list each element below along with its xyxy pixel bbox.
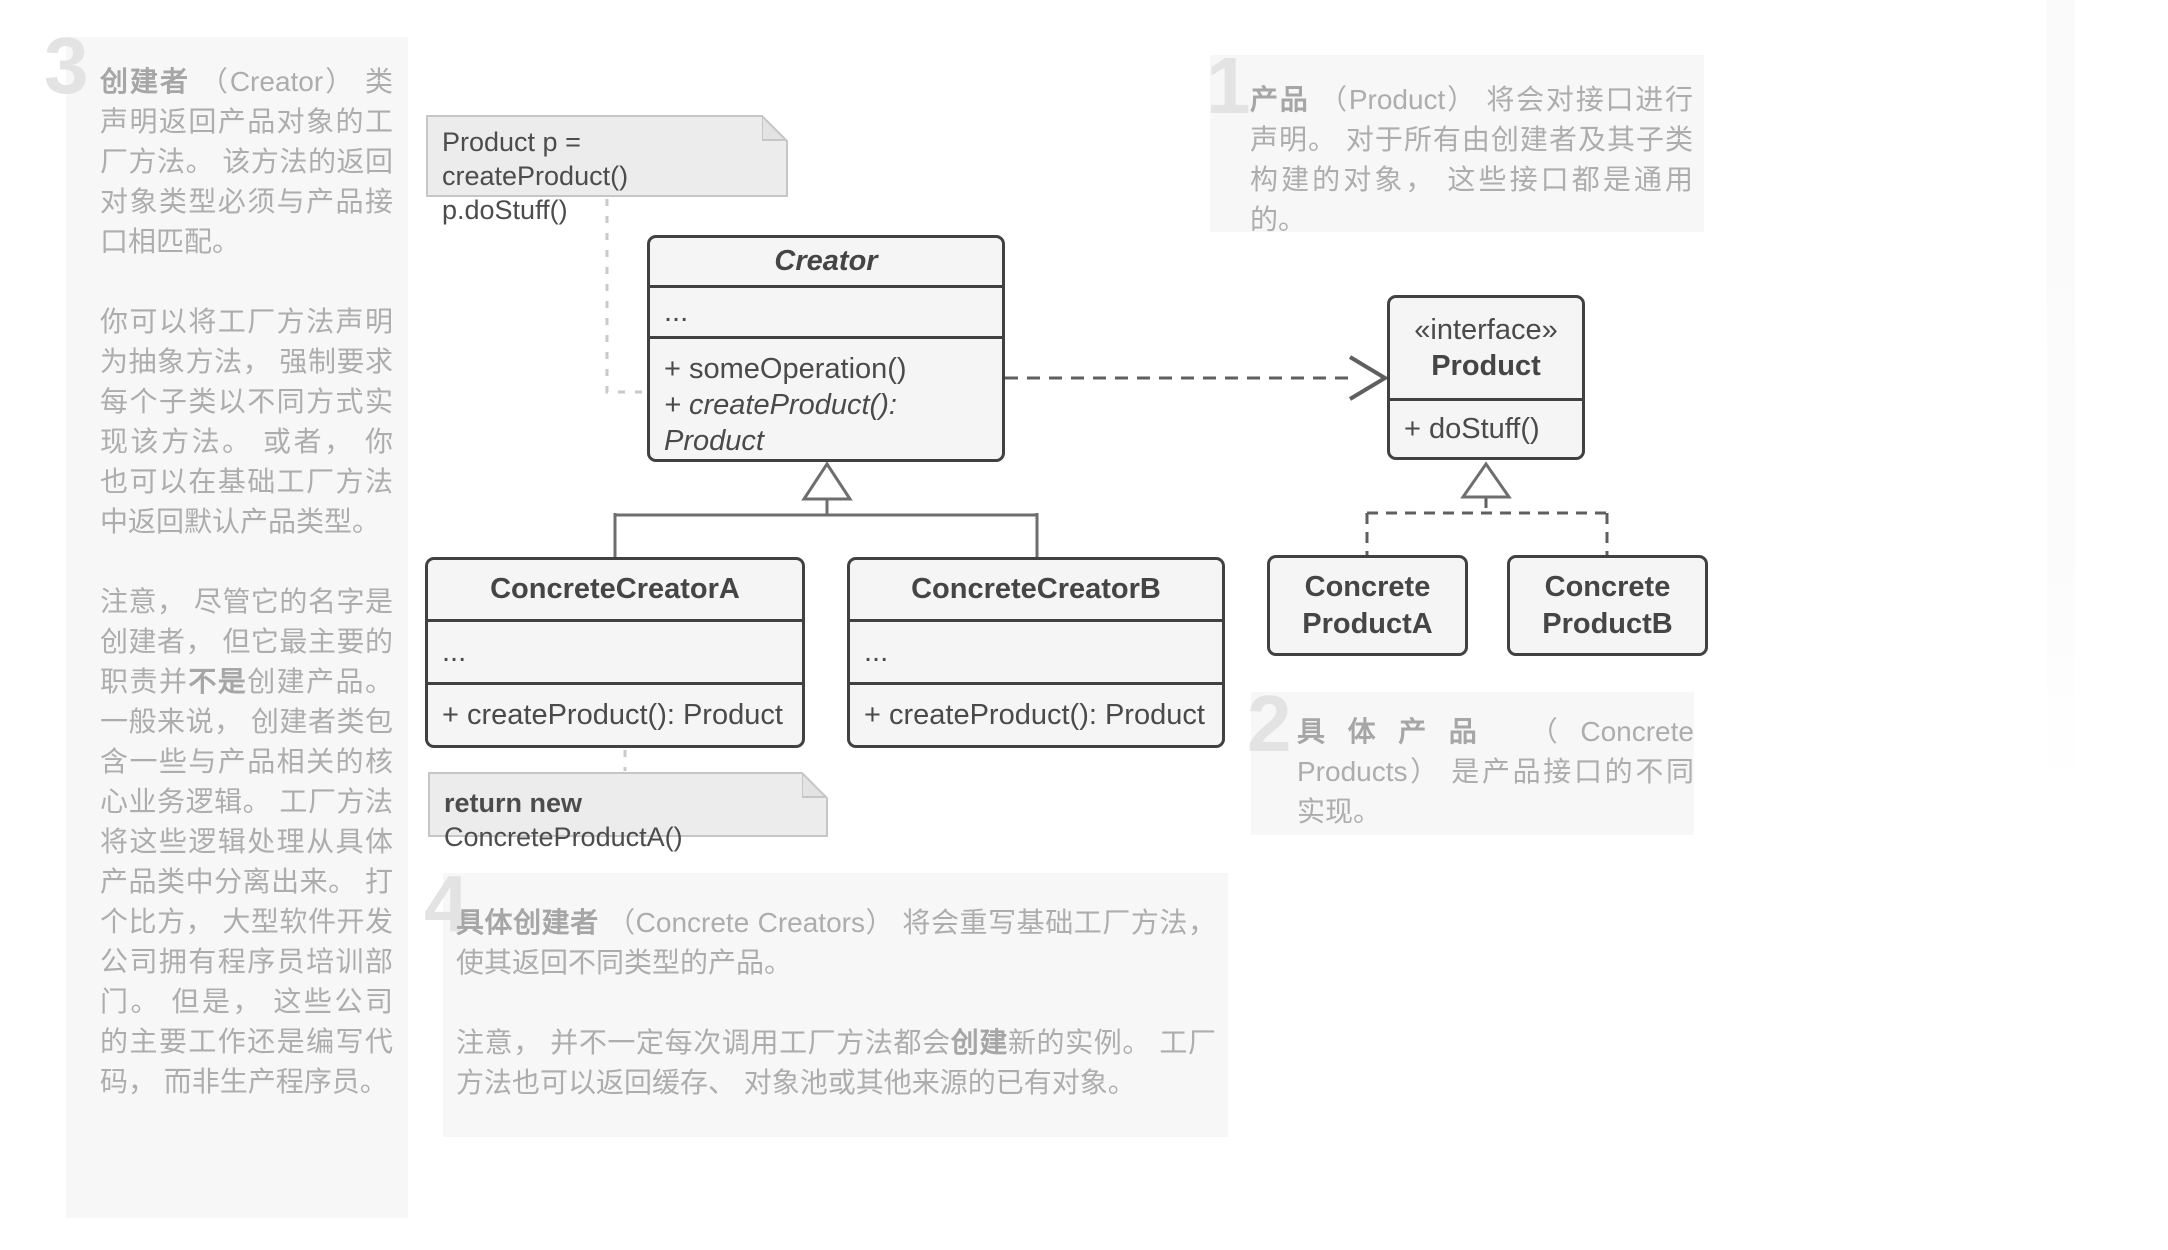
annotation-2-background: [1251, 692, 1694, 835]
interface-product-header: «interface» Product: [1390, 298, 1582, 398]
class-concrete-creator-a-fields: ...: [428, 619, 802, 682]
class-creator: Creator ... + someOperation() + createPr…: [647, 235, 1005, 462]
annotation-creator-text-1: （Creator） 类声明返回产品对象的工厂方法。 该方法的返回对象类型必须与产…: [100, 66, 393, 257]
annotation-creator-paragraph-2: 你可以将工厂方法声明为抽象方法， 强制要求每个子类以不同方式实现该方法。 或者，…: [100, 302, 393, 542]
class-concrete-product-b: Concrete ProductB: [1507, 555, 1708, 656]
annotation-product-text: （Product） 将会对接口进行声明。 对于所有由创建者及其子类构建的对象， …: [1250, 84, 1693, 235]
note-fold-icon: [762, 115, 788, 141]
implementation-triangle-icon: [1460, 461, 1512, 499]
client-code-line-2: p.doStuff(): [442, 195, 568, 225]
class-creator-methods: + someOperation() + createProduct(): Pro…: [650, 336, 1002, 459]
annotation-creator-paragraph-1: 创建者 （Creator） 类声明返回产品对象的工厂方法。 该方法的返回对象类型…: [100, 62, 393, 262]
return-expression: ConcreteProductA(): [444, 822, 683, 852]
method-some-operation: + someOperation(): [664, 353, 907, 385]
annotation-concrete-products-text: （Concrete Products） 是产品接口的不同实现。: [1297, 716, 1694, 827]
interface-product: «interface» Product + doStuff(): [1387, 295, 1585, 460]
annotation-product: 产品 （Product） 将会对接口进行声明。 对于所有由创建者及其子类构建的对…: [1250, 80, 1693, 240]
class-concrete-product-a: Concrete ProductA: [1267, 555, 1468, 656]
return-statement-line: return new ConcreteProductA(): [444, 786, 812, 854]
annotation-concrete-creators-text-2a: 注意， 并不一定每次调用工厂方法都会: [456, 1027, 951, 1058]
annotation-concrete-products-term: 具体产品: [1297, 716, 1500, 747]
annotation-concrete-creators-paragraph-1: 具体创建者 （Concrete Creators） 将会重写基础工厂方法， 使其…: [456, 903, 1216, 983]
class-concrete-creator-a-title: ConcreteCreatorA: [490, 573, 740, 605]
interface-product-methods: + doStuff(): [1390, 398, 1582, 457]
client-code-note: Product p = createProduct() p.doStuff(): [426, 115, 788, 225]
annotation-product-term: 产品: [1250, 84, 1310, 115]
concrete-product-a-line1: Concrete: [1304, 570, 1431, 603]
annotation-creator-term: 创建者: [100, 66, 191, 97]
annotation-creator-text-3a: 注意， 尽管它的名字是创建者， 但它最主要的职责并: [100, 586, 393, 697]
annotation-concrete-products-paragraph: 具体产品 （Concrete Products） 是产品接口的不同实现。: [1297, 712, 1694, 832]
annotation-4-background: [443, 873, 1228, 1137]
annotation-creator-text-3b: 创建产品。 一般来说， 创建者类包含一些与产品相关的核心业务逻辑。 工厂方法将这…: [100, 666, 393, 1097]
class-concrete-product-b-title: Concrete ProductB: [1510, 558, 1705, 653]
annotation-concrete-creators-text-1: （Concrete Creators） 将会重写基础工厂方法， 使其返回不同类型…: [456, 907, 1216, 978]
dependency-arrowhead-icon: [1348, 355, 1389, 401]
class-concrete-creator-b-title: ConcreteCreatorB: [911, 573, 1161, 605]
method-create-product-a: + createProduct(): Product: [442, 698, 783, 731]
step-number-4: 4: [424, 859, 469, 948]
class-concrete-creator-b-methods: + createProduct(): Product: [850, 682, 1222, 745]
method-create-product-abstract: + createProduct(): Product: [664, 389, 897, 457]
annotation-concrete-creators-term: 具体创建者: [456, 907, 599, 938]
class-concrete-creator-b: ConcreteCreatorB ... + createProduct(): …: [847, 557, 1225, 748]
interface-stereotype: «interface»: [1414, 314, 1558, 346]
class-creator-title: Creator: [774, 245, 878, 278]
step-number-2: 2: [1247, 679, 1292, 768]
annotation-creator-paragraph-3: 注意， 尽管它的名字是创建者， 但它最主要的职责并不是创建产品。 一般来说， 创…: [100, 582, 393, 1102]
interface-product-title: Product: [1431, 350, 1541, 382]
client-code-note-connector: [605, 199, 644, 394]
concrete-product-a-line2: ProductA: [1302, 607, 1433, 640]
annotation-creator-text-2: 你可以将工厂方法声明为抽象方法， 强制要求每个子类以不同方式实现该方法。 或者，…: [100, 306, 393, 537]
class-concrete-creator-b-fields: ...: [850, 619, 1222, 682]
annotation-concrete-creators: 具体创建者 （Concrete Creators） 将会重写基础工厂方法， 使其…: [456, 903, 1216, 1103]
class-concrete-product-a-title: Concrete ProductA: [1270, 558, 1465, 653]
inheritance-triangle-icon: [801, 461, 853, 501]
class-concrete-creator-a-methods: + createProduct(): Product: [428, 682, 802, 745]
step-number-3: 3: [44, 21, 89, 110]
return-statement-note: return new ConcreteProductA(): [428, 772, 828, 852]
return-keyword: return new: [444, 788, 583, 818]
annotation-product-paragraph: 产品 （Product） 将会对接口进行声明。 对于所有由创建者及其子类构建的对…: [1250, 80, 1693, 240]
class-creator-fields: ...: [650, 285, 1002, 336]
annotation-concrete-creators-text-2b: 新的实例。 工厂方法也可以返回缓存、 对象池或其他来源的已有对象。: [456, 1027, 1216, 1098]
concrete-product-b-line1: Concrete: [1544, 570, 1671, 603]
annotation-concrete-products: 具体产品 （Concrete Products） 是产品接口的不同实现。: [1297, 712, 1694, 832]
class-concrete-creator-a: ConcreteCreatorA ... + createProduct(): …: [425, 557, 805, 748]
annotation-concrete-creators-paragraph-2: 注意， 并不一定每次调用工厂方法都会创建新的实例。 工厂方法也可以返回缓存、 对…: [456, 1023, 1216, 1103]
concrete-product-b-line2: ProductB: [1542, 607, 1673, 640]
step-number-1: 1: [1206, 41, 1251, 130]
annotation-concrete-creators-emphasis: 创建: [950, 1027, 1008, 1058]
note-fold-icon: [802, 772, 828, 798]
method-create-product-b: + createProduct(): Product: [864, 698, 1205, 731]
annotation-creator: 创建者 （Creator） 类声明返回产品对象的工厂方法。 该方法的返回对象类型…: [100, 62, 393, 1102]
method-do-stuff: + doStuff(): [1404, 412, 1540, 445]
annotation-3-background: [66, 37, 408, 1218]
annotation-creator-emphasis: 不是: [188, 666, 248, 697]
client-code-line-1: Product p = createProduct(): [442, 127, 629, 191]
scrollbar-track: [2047, 0, 2075, 790]
annotation-1-background: [1210, 55, 1704, 232]
